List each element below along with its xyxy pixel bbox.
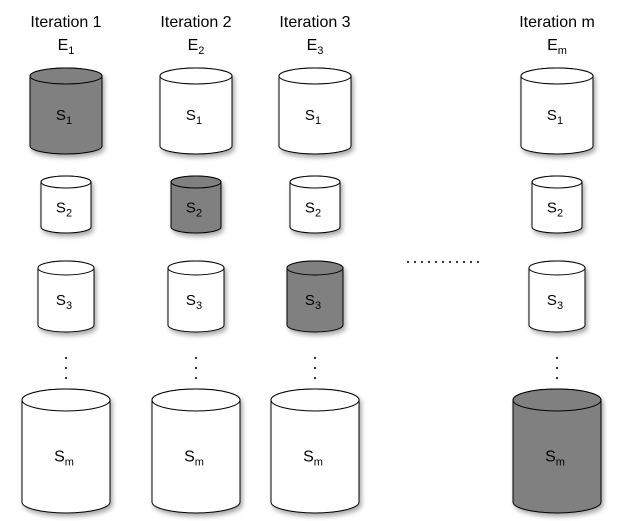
iteration-title: Iteration 2: [160, 14, 231, 31]
dataset-cylinder: S1: [520, 67, 594, 155]
cylinder-top: [40, 175, 92, 189]
dataset-cylinder-highlighted: Sm: [512, 388, 602, 514]
subset-label: S3: [305, 292, 321, 312]
dataset-cylinder: S3: [167, 260, 225, 333]
dataset-cylinder: S3: [37, 260, 95, 333]
subset-label: S1: [186, 107, 202, 127]
vertical-ellipsis-dot: [194, 366, 198, 370]
vertical-ellipsis-dot: [555, 376, 559, 380]
cylinder-top: [278, 67, 352, 85]
vertical-ellipsis-dot: [555, 366, 559, 370]
vertical-ellipsis-dot: [194, 376, 198, 380]
dataset-cylinder: Sm: [270, 388, 360, 514]
dataset-cylinder: S2: [40, 175, 92, 234]
cylinder-top: [167, 260, 225, 276]
horizontal-ellipsis: [406, 260, 480, 264]
subset-label: S3: [547, 292, 563, 312]
cylinder-top: [159, 67, 233, 85]
cylinder-top: [520, 67, 594, 85]
cylinder-top: [286, 260, 344, 276]
cylinder-top: [170, 175, 222, 189]
vertical-ellipsis-dot: [64, 366, 68, 370]
cylinder-top: [512, 388, 602, 412]
horizontal-ellipsis-dot: [434, 260, 438, 264]
subset-label: Sm: [545, 449, 565, 469]
iteration-title: Iteration 1: [30, 14, 101, 31]
horizontal-ellipsis-dot: [455, 260, 459, 264]
horizontal-ellipsis-dot: [469, 260, 473, 264]
cylinder-top: [21, 388, 111, 412]
horizontal-ellipsis-dot: [448, 260, 452, 264]
subset-label: Sm: [184, 449, 204, 469]
cylinder-top: [270, 388, 360, 412]
horizontal-ellipsis-dot: [420, 260, 424, 264]
subset-label: S1: [547, 107, 563, 127]
subset-label: S2: [186, 200, 202, 220]
vertical-ellipsis-dot: [64, 376, 68, 380]
dataset-cylinder: S3: [528, 260, 586, 333]
vertical-ellipsis-dot: [194, 356, 198, 360]
ensemble-label: E3: [307, 37, 324, 57]
ensemble-label: Em: [547, 37, 567, 57]
horizontal-ellipsis-dot: [476, 260, 480, 264]
horizontal-ellipsis-dot: [406, 260, 410, 264]
dataset-cylinder-highlighted: S2: [170, 175, 222, 234]
cylinder-top: [289, 175, 341, 189]
dataset-cylinder: Sm: [21, 388, 111, 514]
subset-label: S2: [56, 200, 72, 220]
ensemble-label: E1: [58, 37, 75, 57]
horizontal-ellipsis-dot: [413, 260, 417, 264]
vertical-ellipsis-dot: [64, 356, 68, 360]
vertical-ellipsis-dot: [313, 366, 317, 370]
iteration-title: Iteration 3: [279, 14, 350, 31]
subset-label: S3: [186, 292, 202, 312]
cylinder-top: [531, 175, 583, 189]
vertical-ellipsis-dot: [313, 376, 317, 380]
cylinder-top: [528, 260, 586, 276]
subset-label: S2: [305, 200, 321, 220]
subset-label: S3: [56, 292, 72, 312]
dataset-cylinder: S1: [159, 67, 233, 155]
vertical-ellipsis-dot: [313, 356, 317, 360]
subset-label: S1: [305, 107, 321, 127]
subset-label: S2: [547, 200, 563, 220]
vertical-ellipsis-dot: [555, 356, 559, 360]
dataset-cylinder-highlighted: S1: [29, 67, 103, 155]
horizontal-ellipsis-dot: [462, 260, 466, 264]
iteration-title: Iteration m: [519, 14, 595, 31]
cylinder-top: [151, 388, 241, 412]
subset-label: Sm: [303, 449, 323, 469]
horizontal-ellipsis-dot: [427, 260, 431, 264]
subset-label: Sm: [54, 449, 74, 469]
horizontal-ellipsis-dot: [441, 260, 445, 264]
dataset-cylinder: Sm: [151, 388, 241, 514]
cylinder-top: [37, 260, 95, 276]
dataset-cylinder-highlighted: S3: [286, 260, 344, 333]
cylinder-top: [29, 67, 103, 85]
ensemble-label: E2: [188, 37, 205, 57]
dataset-cylinder: S2: [289, 175, 341, 234]
dataset-cylinder: S2: [531, 175, 583, 234]
subset-label: S1: [56, 107, 72, 127]
dataset-cylinder: S1: [278, 67, 352, 155]
